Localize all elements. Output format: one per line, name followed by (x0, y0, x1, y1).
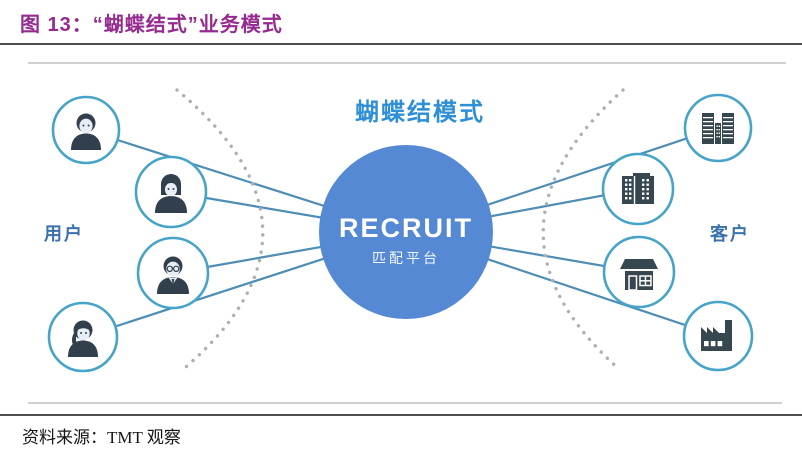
bowtie-model-heading: 蝴蝶结模式 (355, 99, 485, 126)
storefront-icon (620, 259, 658, 291)
figure-title: 图 13：“蝴蝶结式”业务模式 (20, 14, 283, 36)
left-dotted-arc-icon (175, 88, 265, 374)
center-platform-circle (319, 145, 493, 319)
person-female-ponytail-icon (68, 320, 98, 357)
right-dotted-arc-icon (541, 88, 625, 372)
top-dark-rule (0, 43, 802, 45)
center-platform-subtitle: 匹配平台 (372, 250, 440, 266)
bottom-light-rule (28, 402, 782, 404)
twin-towers-building-icon (702, 113, 734, 144)
top-light-rule (28, 62, 786, 64)
person-female-bob-icon (155, 174, 187, 213)
office-building-icon (622, 173, 654, 204)
users-group-label: 用户 (44, 224, 84, 244)
clients-group-label: 客户 (710, 224, 750, 244)
center-platform-name: RECRUIT (339, 213, 473, 243)
factory-icon (701, 320, 732, 351)
person-glasses-icon (157, 256, 189, 294)
person-male-icon (71, 113, 101, 150)
dotted-arcs (175, 88, 625, 374)
bottom-dark-rule (0, 414, 802, 416)
source-note: 资料来源：TMT 观察 (22, 428, 181, 447)
